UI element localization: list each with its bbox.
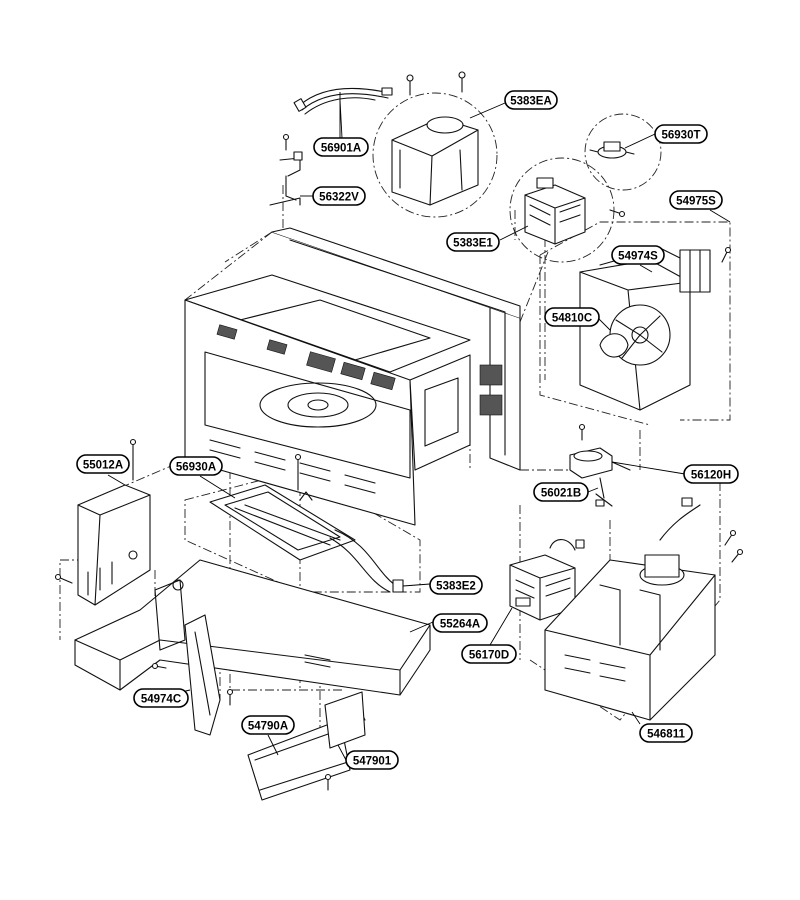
callout-5383EA: 5383EA <box>504 90 558 110</box>
callout-55012A: 55012A <box>76 454 130 474</box>
svg-text:56930A: 56930A <box>176 462 216 474</box>
callout-5383E1: 5383E1 <box>446 232 500 252</box>
svg-text:54975S: 54975S <box>676 196 716 208</box>
bottom-chassis <box>74 559 431 696</box>
svg-text:5383E2: 5383E2 <box>436 581 476 593</box>
base-plate <box>544 497 744 721</box>
callout-5383E2: 5383E2 <box>429 575 483 595</box>
side-bracket <box>54 438 151 606</box>
harness-bracket <box>269 133 303 206</box>
wire-harness <box>293 87 393 138</box>
callout-546811: 546811 <box>639 723 693 743</box>
lower-brackets <box>247 691 366 801</box>
svg-text:56170D: 56170D <box>469 650 509 662</box>
svg-text:54974S: 54974S <box>618 251 658 263</box>
callout-labels: 56901A 5383EA 56930T 56322V 54975S 5383E… <box>76 90 739 770</box>
fan-assembly <box>579 246 732 411</box>
callout-54974C: 54974C <box>133 688 189 708</box>
callout-54810C: 54810C <box>544 307 600 327</box>
svg-text:5383E1: 5383E1 <box>453 238 493 250</box>
hv-capacitor <box>569 423 631 507</box>
svg-text:54790A: 54790A <box>248 721 288 733</box>
hv-transformer <box>509 539 585 621</box>
thermostat <box>589 141 635 159</box>
svg-text:54810C: 54810C <box>552 313 592 325</box>
callout-56930A: 56930A <box>169 456 223 476</box>
svg-text:546811: 546811 <box>647 729 685 741</box>
svg-text:54974C: 54974C <box>141 694 181 706</box>
support-bracket <box>184 614 234 736</box>
svg-text:55264A: 55264A <box>440 619 480 631</box>
callout-54975S: 54975S <box>669 190 723 210</box>
callout-56120H: 56120H <box>683 464 739 484</box>
bracket-assembly <box>391 71 479 206</box>
oven-cavity <box>184 227 521 526</box>
callout-56901A: 56901A <box>313 137 369 157</box>
svg-text:5383EA: 5383EA <box>510 96 552 108</box>
svg-text:56930T: 56930T <box>661 130 700 142</box>
callout-55264A: 55264A <box>432 613 488 633</box>
svg-text:56021B: 56021B <box>541 488 581 500</box>
callout-54790A: 54790A <box>241 715 295 735</box>
svg-text:56120H: 56120H <box>691 470 731 482</box>
magnetron <box>524 177 626 245</box>
detail-circles <box>372 92 662 263</box>
callout-56170D: 56170D <box>461 644 517 664</box>
callout-547901: 547901 <box>345 750 399 770</box>
svg-text:56322V: 56322V <box>319 192 359 204</box>
leader-lines <box>107 99 731 761</box>
svg-text:56901A: 56901A <box>321 143 361 155</box>
heater-tray <box>209 453 404 593</box>
svg-text:547901: 547901 <box>353 756 392 768</box>
svg-text:55012A: 55012A <box>83 460 123 472</box>
callout-56322V: 56322V <box>312 186 366 206</box>
callout-56930T: 56930T <box>654 124 708 144</box>
callout-54974S: 54974S <box>611 245 665 265</box>
callout-56021B: 56021B <box>533 482 589 502</box>
